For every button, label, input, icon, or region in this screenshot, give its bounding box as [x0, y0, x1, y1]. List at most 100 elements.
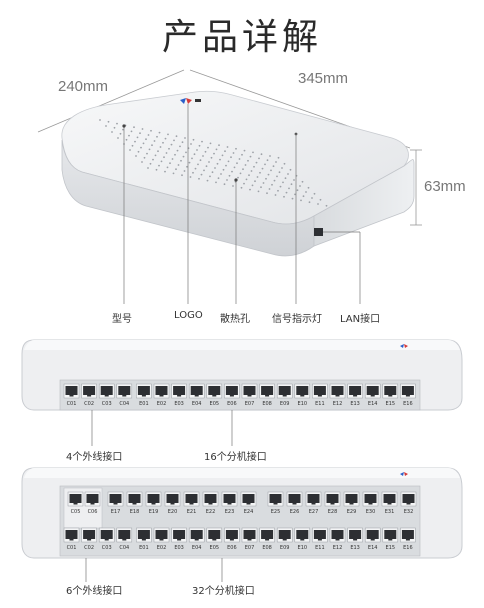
- rj-port: E14: [364, 527, 381, 551]
- dim-width: 240mm: [58, 78, 109, 95]
- port-label: E31: [385, 509, 395, 515]
- rj-port: E15: [382, 527, 399, 551]
- rj-port: E10: [294, 383, 311, 407]
- rj-port: E24: [240, 491, 257, 515]
- port-label: E10: [298, 545, 308, 551]
- label-4-outer: 4个外线接口: [66, 452, 123, 463]
- rj-port: E28: [324, 491, 341, 515]
- port-label: E08: [262, 401, 272, 407]
- port-label: E26: [290, 509, 300, 515]
- port-label: C01: [67, 401, 77, 407]
- rj-port: E32: [400, 491, 417, 515]
- port-label: E18: [130, 509, 140, 515]
- rj-port: C04: [116, 383, 133, 407]
- rj-port: C04: [116, 527, 133, 551]
- device-top-view: [37, 69, 422, 304]
- port-label: E16: [403, 401, 413, 407]
- rj-port: C03: [98, 383, 115, 407]
- port-label: E03: [174, 401, 184, 407]
- callout-model: 型号: [112, 314, 132, 325]
- rj-port: E08: [259, 527, 275, 551]
- device-body: [61, 90, 415, 257]
- panel-16-callouts: [91, 410, 233, 446]
- port-label: E30: [366, 509, 376, 515]
- port-label: E29: [347, 509, 357, 515]
- rj-port: E25: [267, 491, 284, 515]
- rj-port: E07: [241, 527, 258, 551]
- rj-port: E06: [224, 383, 240, 407]
- port-label: E02: [157, 401, 167, 407]
- port-label: E02: [157, 545, 167, 551]
- port-label: E22: [206, 509, 216, 515]
- port-label: E05: [210, 545, 220, 551]
- rj-port: E19: [145, 491, 162, 515]
- port-label: E13: [350, 545, 360, 551]
- port-label: C06: [88, 509, 98, 515]
- rj-port: E11: [312, 383, 328, 407]
- logo-icon: [180, 98, 201, 104]
- rj-port: C06: [84, 491, 101, 515]
- rj-port: C01: [63, 383, 80, 407]
- port-label: E07: [245, 401, 255, 407]
- port-label: E13: [350, 401, 360, 407]
- label-6-outer: 6个外线接口: [66, 586, 123, 597]
- rj-port: E26: [286, 491, 303, 515]
- rj-port: E23: [221, 491, 238, 515]
- port-label: E11: [315, 401, 325, 407]
- rj-port: E03: [171, 383, 187, 407]
- port-label: E11: [315, 545, 325, 551]
- rj-port: C01: [63, 527, 80, 551]
- port-label: C04: [119, 401, 129, 407]
- rj-port: E10: [294, 527, 311, 551]
- rj-port: E17: [107, 491, 124, 515]
- port-label: E15: [386, 545, 396, 551]
- label-16-ext: 16个分机接口: [204, 452, 267, 463]
- rj-port: E09: [276, 383, 293, 407]
- port-label: E14: [368, 401, 378, 407]
- port-label: E12: [333, 545, 343, 551]
- port-label: E05: [210, 401, 220, 407]
- port-label: C03: [102, 401, 112, 407]
- rj-port: E21: [183, 491, 200, 515]
- port-label: E21: [187, 509, 197, 515]
- port-label: E12: [333, 401, 343, 407]
- port-label: E24: [244, 509, 254, 515]
- port-label: C03: [102, 545, 112, 551]
- callout-lines: [123, 104, 361, 304]
- port-label: E09: [280, 545, 290, 551]
- port-label: E04: [192, 545, 202, 551]
- rj-port: E11: [312, 527, 328, 551]
- callout-indicator: 信号指示灯: [272, 314, 322, 325]
- rj-port: C05: [67, 491, 84, 515]
- panel-16-body: [21, 339, 463, 411]
- rj-port: E03: [171, 527, 187, 551]
- rj-port: E30: [362, 491, 379, 515]
- port-label: C02: [84, 545, 94, 551]
- rj-port: E12: [329, 383, 346, 407]
- rj-port: E01: [136, 383, 152, 407]
- label-32-ext: 32个分机接口: [192, 586, 255, 597]
- port-label: E09: [280, 401, 290, 407]
- dim-length: 345mm: [298, 70, 349, 87]
- port-label: E14: [368, 545, 378, 551]
- port-label: E10: [298, 401, 308, 407]
- port-label: E06: [227, 401, 237, 407]
- rj-port: E12: [329, 527, 346, 551]
- port-label: C01: [67, 545, 77, 551]
- port-label: E20: [168, 509, 178, 515]
- rj-port: E13: [347, 527, 363, 551]
- port-label: C04: [119, 545, 129, 551]
- rj-port: E02: [153, 383, 170, 407]
- rj-port: E08: [259, 383, 275, 407]
- rj-port: E13: [347, 383, 363, 407]
- rj-port: E16: [400, 527, 416, 551]
- page-title: 产品详解: [161, 17, 322, 58]
- port-label: C02: [84, 401, 94, 407]
- rj-port: E15: [382, 383, 399, 407]
- lan-port: [314, 228, 323, 236]
- port-label: C05: [71, 509, 81, 515]
